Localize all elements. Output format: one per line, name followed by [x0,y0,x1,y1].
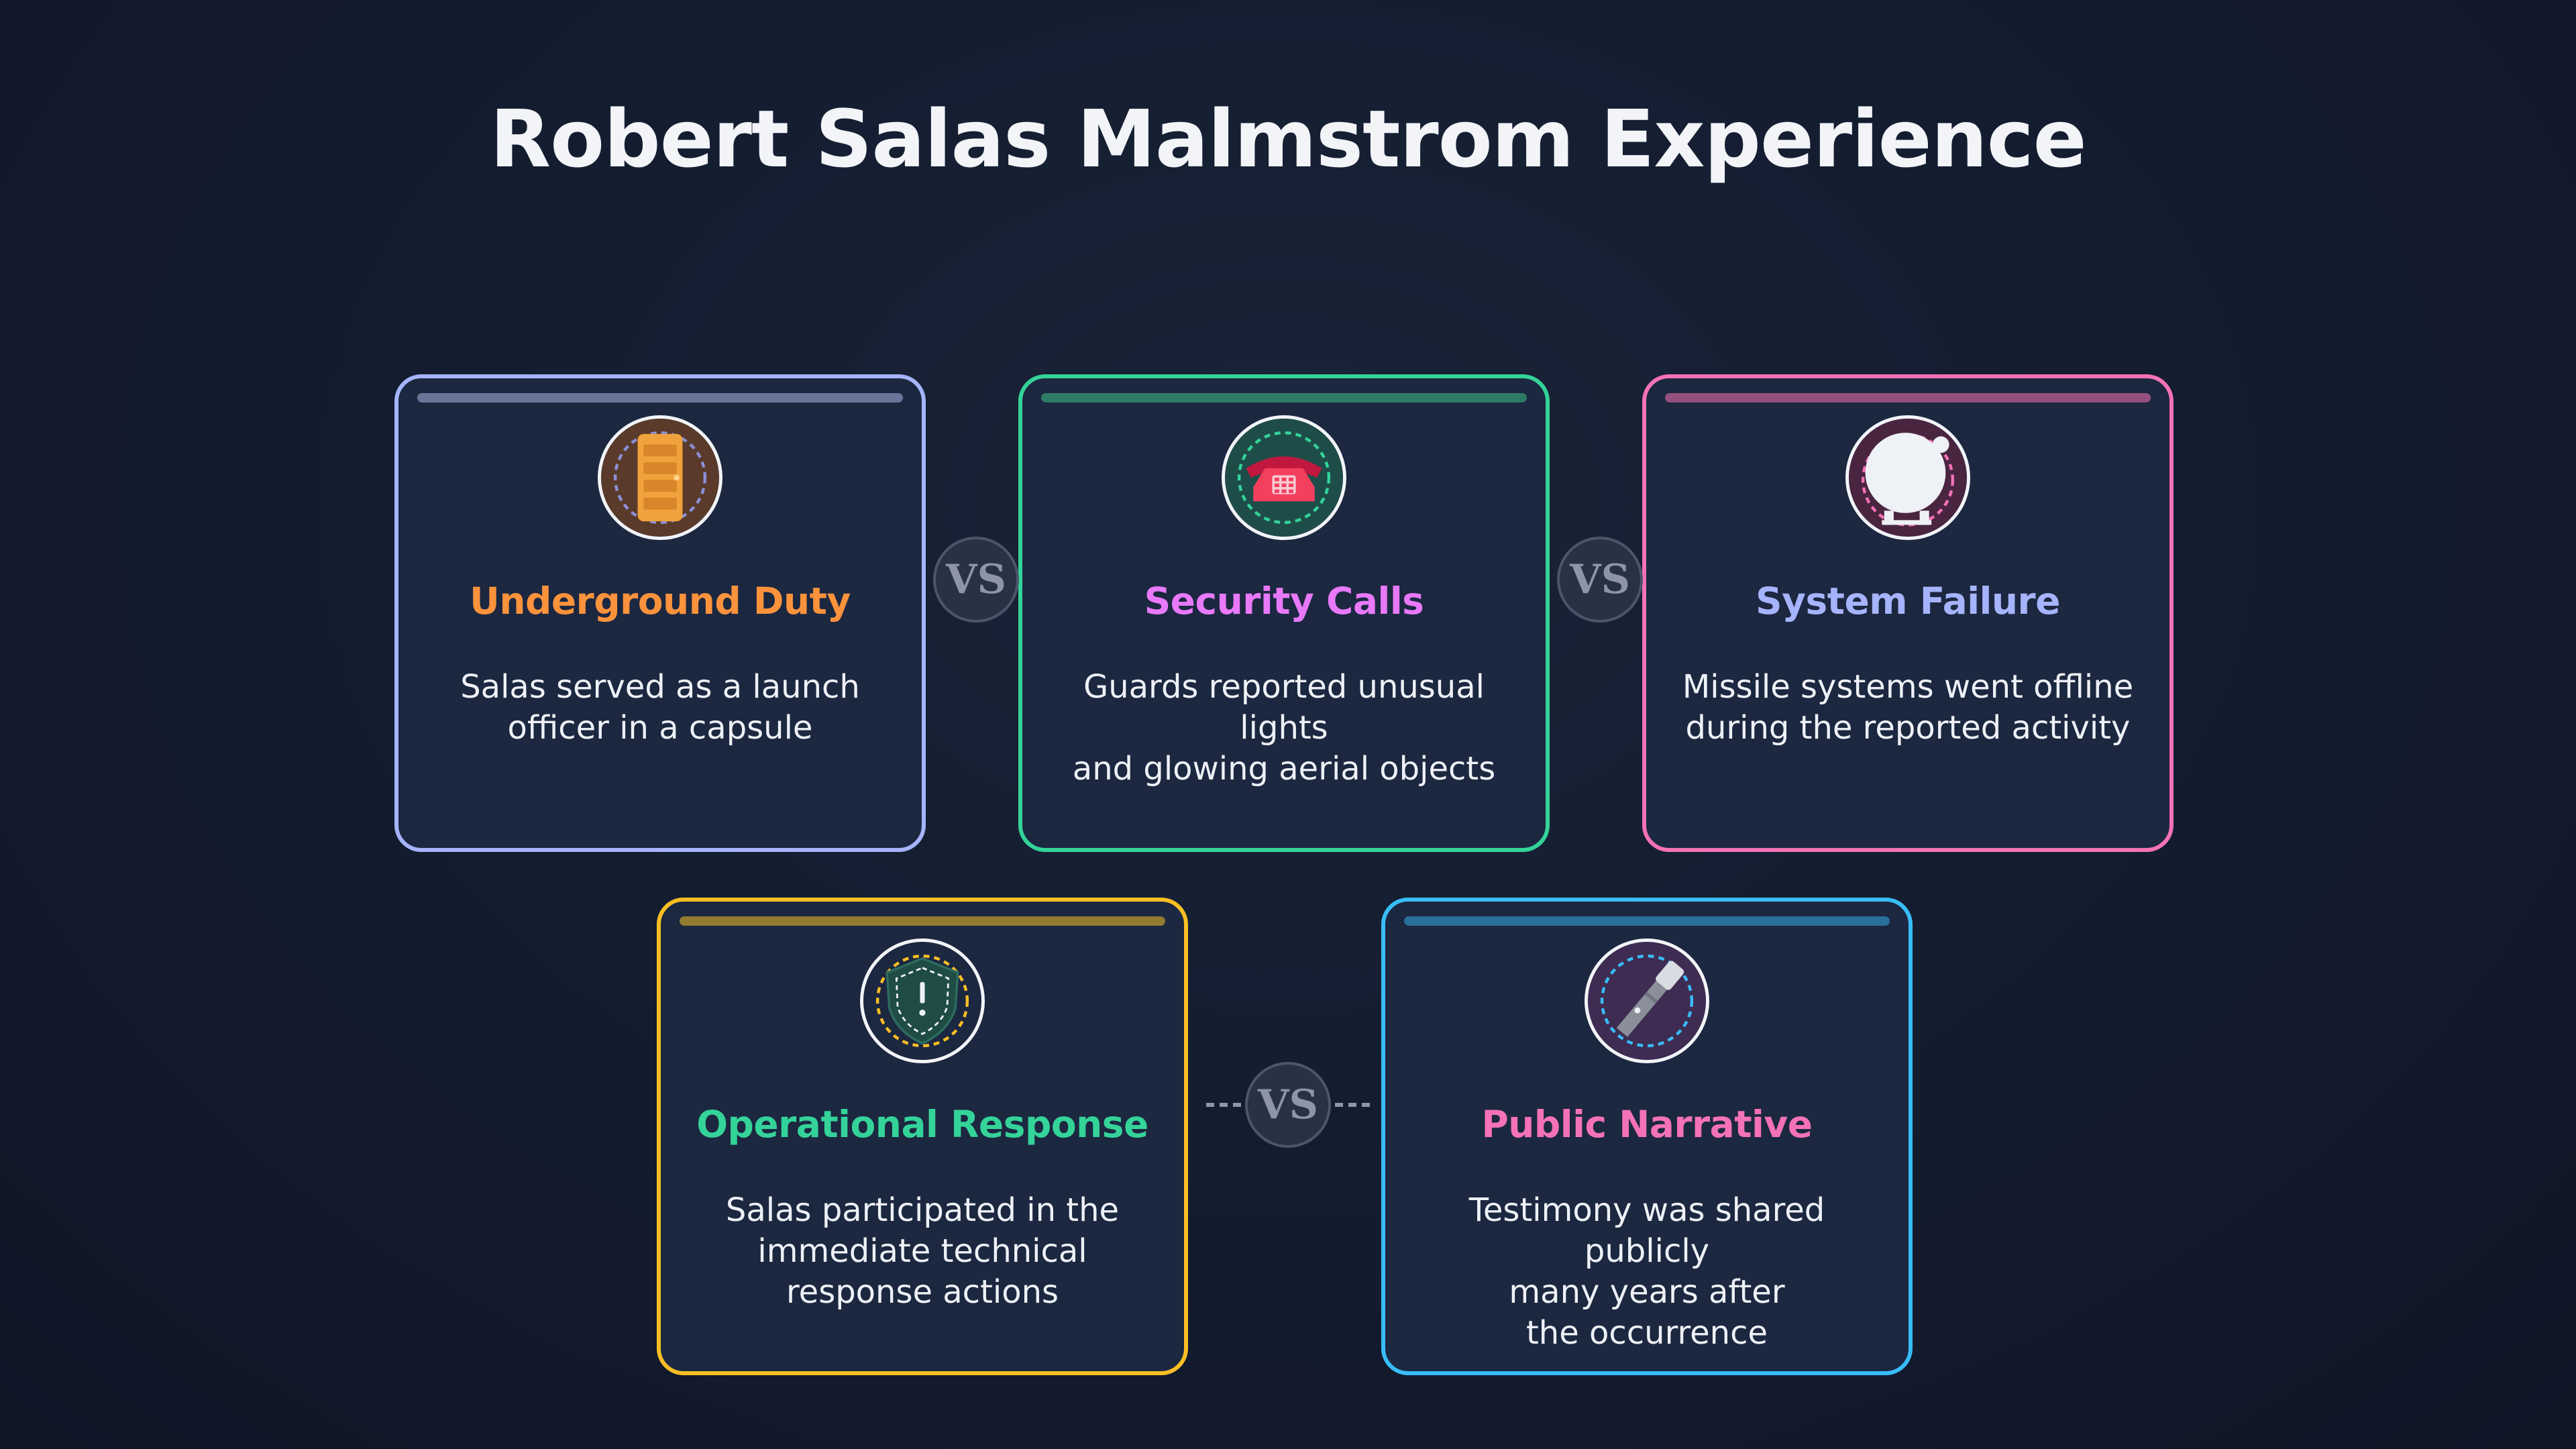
card-top-bar [1404,916,1890,926]
card-public-narrative: Public Narrative Testimony was shared pu… [1381,898,1913,1375]
card-system-failure: System Failure Missile systems went offl… [1642,374,2174,852]
card-top-bar [1041,393,1527,402]
vs-badge-3: VS [1245,1062,1331,1148]
flashlight-icon [1585,938,1709,1063]
connector-dash-left [1206,1103,1241,1107]
card-description: Guards reported unusual lights and glowi… [1072,668,1496,788]
card-top-bar [680,916,1165,926]
vs-badge-2: VS [1557,537,1643,623]
alarm-bell-icon [1845,415,1970,540]
card-security-calls: Security Calls Guards reported unusual l… [1018,374,1550,852]
card-description: Missile systems went offline during the … [1682,668,2134,747]
page-title: Robert Salas Malmstrom Experience [490,93,2086,185]
card-operational-response: Operational Response Salas participated … [657,898,1188,1375]
card-heading: Security Calls [1144,580,1424,623]
connector-dash-right [1335,1103,1370,1107]
shield-alert-icon [860,938,985,1063]
card-heading: Underground Duty [470,580,851,623]
vs-badge-1: VS [933,537,1019,623]
card-heading: Public Narrative [1481,1103,1813,1146]
card-heading: Operational Response [696,1103,1148,1146]
telephone-icon [1222,415,1346,540]
card-description: Testimony was shared publicly many years… [1468,1191,1825,1352]
card-description: Salas participated in the immediate tech… [725,1191,1120,1311]
card-heading: System Failure [1755,580,2061,623]
card-description: Salas served as a launch officer in a ca… [460,668,860,747]
card-top-bar [1665,393,2151,402]
door-icon [598,415,722,540]
card-underground-duty: Underground Duty Salas served as a launc… [394,374,926,852]
card-top-bar [417,393,903,402]
